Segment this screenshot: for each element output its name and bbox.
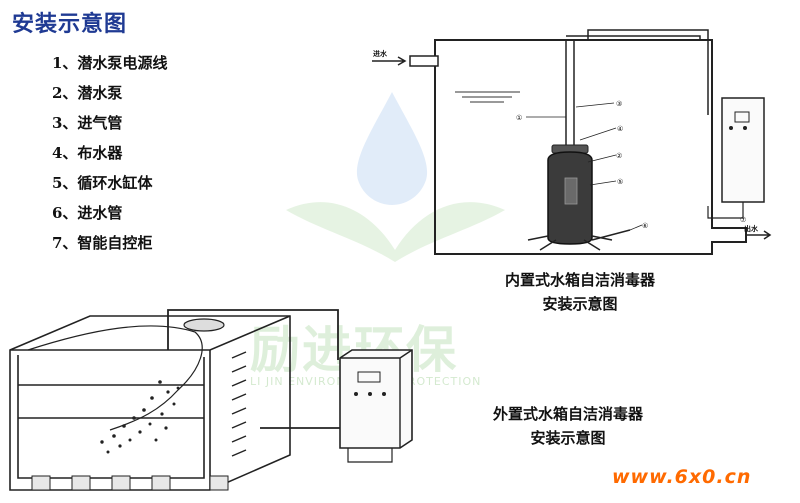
bubbles — [100, 380, 180, 454]
water-level-mark — [455, 91, 520, 103]
tank-side-ribs — [231, 351, 247, 457]
inlet-arrow-icon — [372, 56, 407, 66]
external-diagram-caption: 外置式水箱自洁消毒器 安装示意图 — [468, 402, 668, 450]
legend-item: 4、布水器 — [52, 144, 123, 162]
internal-diagram-caption: 内置式水箱自洁消毒器 安装示意图 — [480, 268, 680, 316]
outlet-label: 出水 — [744, 224, 759, 233]
callout-5: ⑤ — [617, 178, 623, 186]
caption-line: 安装示意图 — [530, 429, 606, 447]
leaf-icon — [286, 202, 505, 262]
legend-item: 6、进水管 — [52, 204, 123, 222]
page-title: 安装示意图 — [12, 12, 128, 37]
tank-support-feet — [31, 475, 229, 491]
cabinet-indicator-icon — [354, 392, 358, 396]
cabinet-indicator-icon — [382, 392, 386, 396]
site-url: www.6x0.cn — [612, 466, 752, 488]
vessel-window — [564, 177, 578, 205]
vessel-inlet-pipe — [591, 229, 631, 241]
cabinet-indicator-icon — [743, 126, 747, 130]
caption-line: 安装示意图 — [542, 295, 618, 313]
component-legend: 1、潜水泵电源线 2、潜水泵 3、进气管 4、布水器 5、循环水缸体 6、进水管… — [52, 52, 167, 262]
callout-2: ② — [616, 152, 622, 160]
pipe-to-cabinet — [167, 309, 339, 360]
callout-leaders — [526, 102, 744, 231]
legend-item: 1、潜水泵电源线 — [52, 54, 168, 72]
legend-item: 3、进气管 — [52, 114, 123, 132]
tank-hatch — [183, 318, 225, 332]
cabinet-display — [734, 111, 750, 123]
legend-item: 2、潜水泵 — [52, 84, 123, 102]
cabinet-indicator-icon — [729, 126, 733, 130]
cabinet-display — [357, 371, 381, 383]
water-surface-curve — [27, 325, 203, 431]
external-control-cabinet — [339, 349, 413, 463]
water-tank-3d — [9, 315, 291, 491]
callout-6: ⑥ — [642, 222, 648, 230]
inlet-pipe — [409, 55, 439, 67]
water-drop-icon — [356, 92, 428, 205]
legend-item: 5、循环水缸体 — [52, 174, 153, 192]
callout-7: ⑦ — [740, 216, 746, 224]
callout-4: ④ — [617, 125, 623, 133]
cabinet-indicator-icon — [368, 392, 372, 396]
air-intake-pipes — [565, 29, 709, 148]
callout-3: ③ — [616, 100, 622, 108]
legend-item: 7、智能自控柜 — [52, 234, 153, 252]
outlet-arrow-icon — [746, 230, 772, 240]
caption-line: 外置式水箱自洁消毒器 — [492, 405, 643, 423]
inlet-label: 进水 — [373, 49, 388, 58]
callout-1: ① — [516, 114, 522, 122]
caption-line: 内置式水箱自洁消毒器 — [504, 271, 655, 289]
